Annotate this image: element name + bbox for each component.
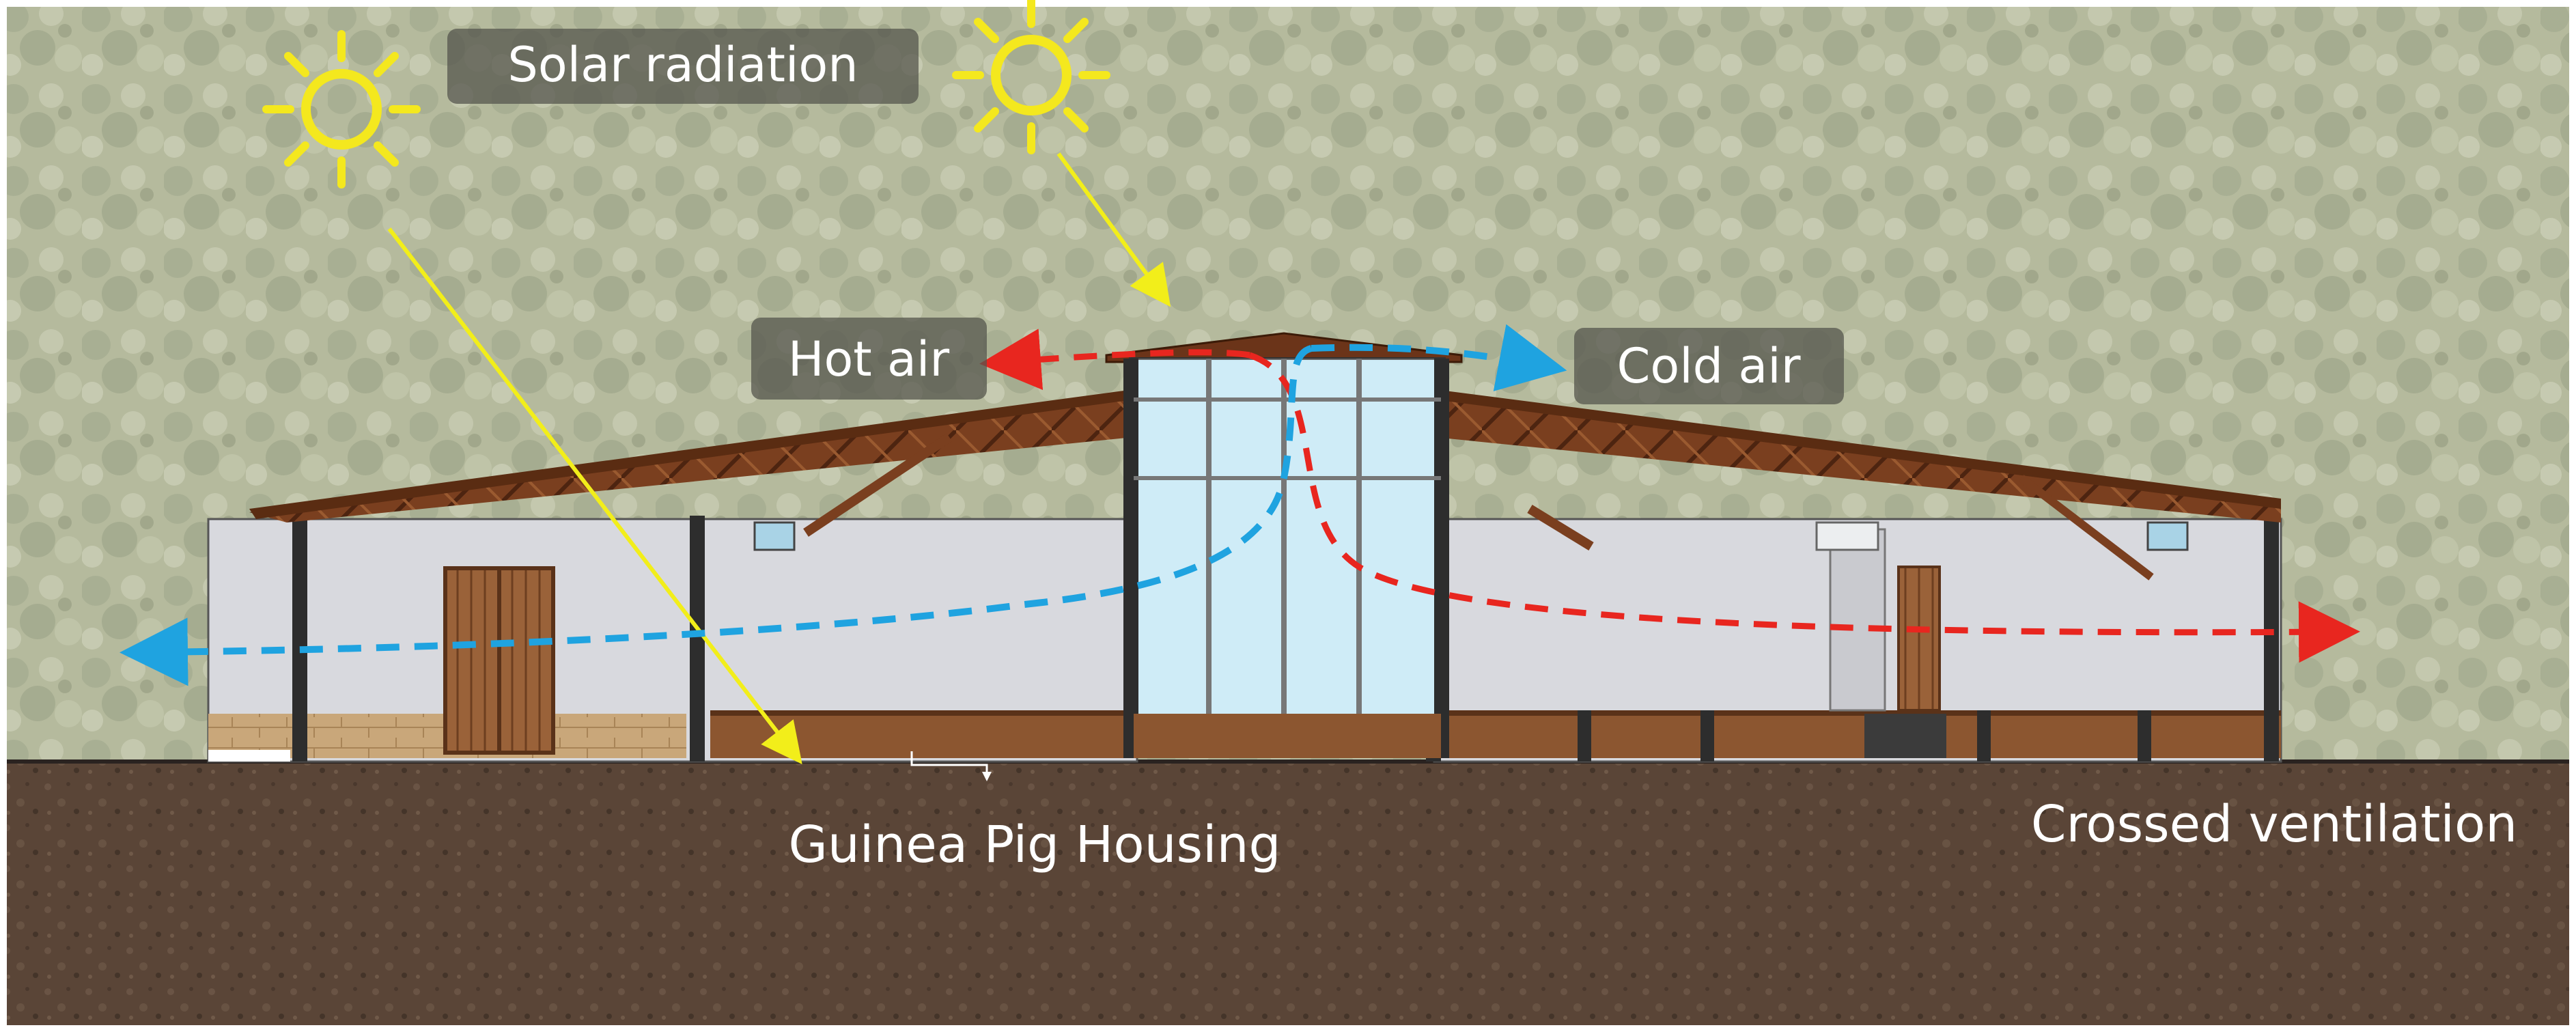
- hot-air-label: Hot air: [788, 331, 950, 387]
- cold-air-label-box: [1574, 328, 1844, 404]
- window: [753, 521, 796, 551]
- roof: [249, 332, 2281, 581]
- crossed-ventilation-label: Crossed ventilation: [2031, 795, 2517, 854]
- wood-base: [710, 714, 2281, 758]
- guinea-pig-housing-label: Guinea Pig Housing: [789, 815, 1281, 874]
- solar-ray: [1056, 152, 1171, 307]
- post: [2264, 516, 2279, 762]
- sun-icon: [262, 30, 421, 189]
- ground: [7, 762, 2569, 1025]
- cold-air-flow: [120, 345, 1313, 686]
- hot-air-label-box: [751, 318, 987, 400]
- solar-radiation-label: Solar radiation: [507, 37, 858, 93]
- solar-ray: [387, 227, 802, 765]
- building: [207, 410, 2282, 763]
- post: [690, 516, 705, 762]
- cold-air-label: Cold air: [1617, 338, 1801, 394]
- hot-air-flow: [1248, 352, 2360, 663]
- cold-air-flow: [1311, 324, 1567, 391]
- window: [2146, 521, 2189, 551]
- solar-radiation-label-box: [447, 29, 919, 104]
- door: [1897, 566, 1941, 712]
- sun-icon: [952, 0, 1110, 154]
- post: [292, 516, 307, 762]
- glass-tower: [1123, 357, 1449, 758]
- hot-air-flow: [979, 329, 1250, 391]
